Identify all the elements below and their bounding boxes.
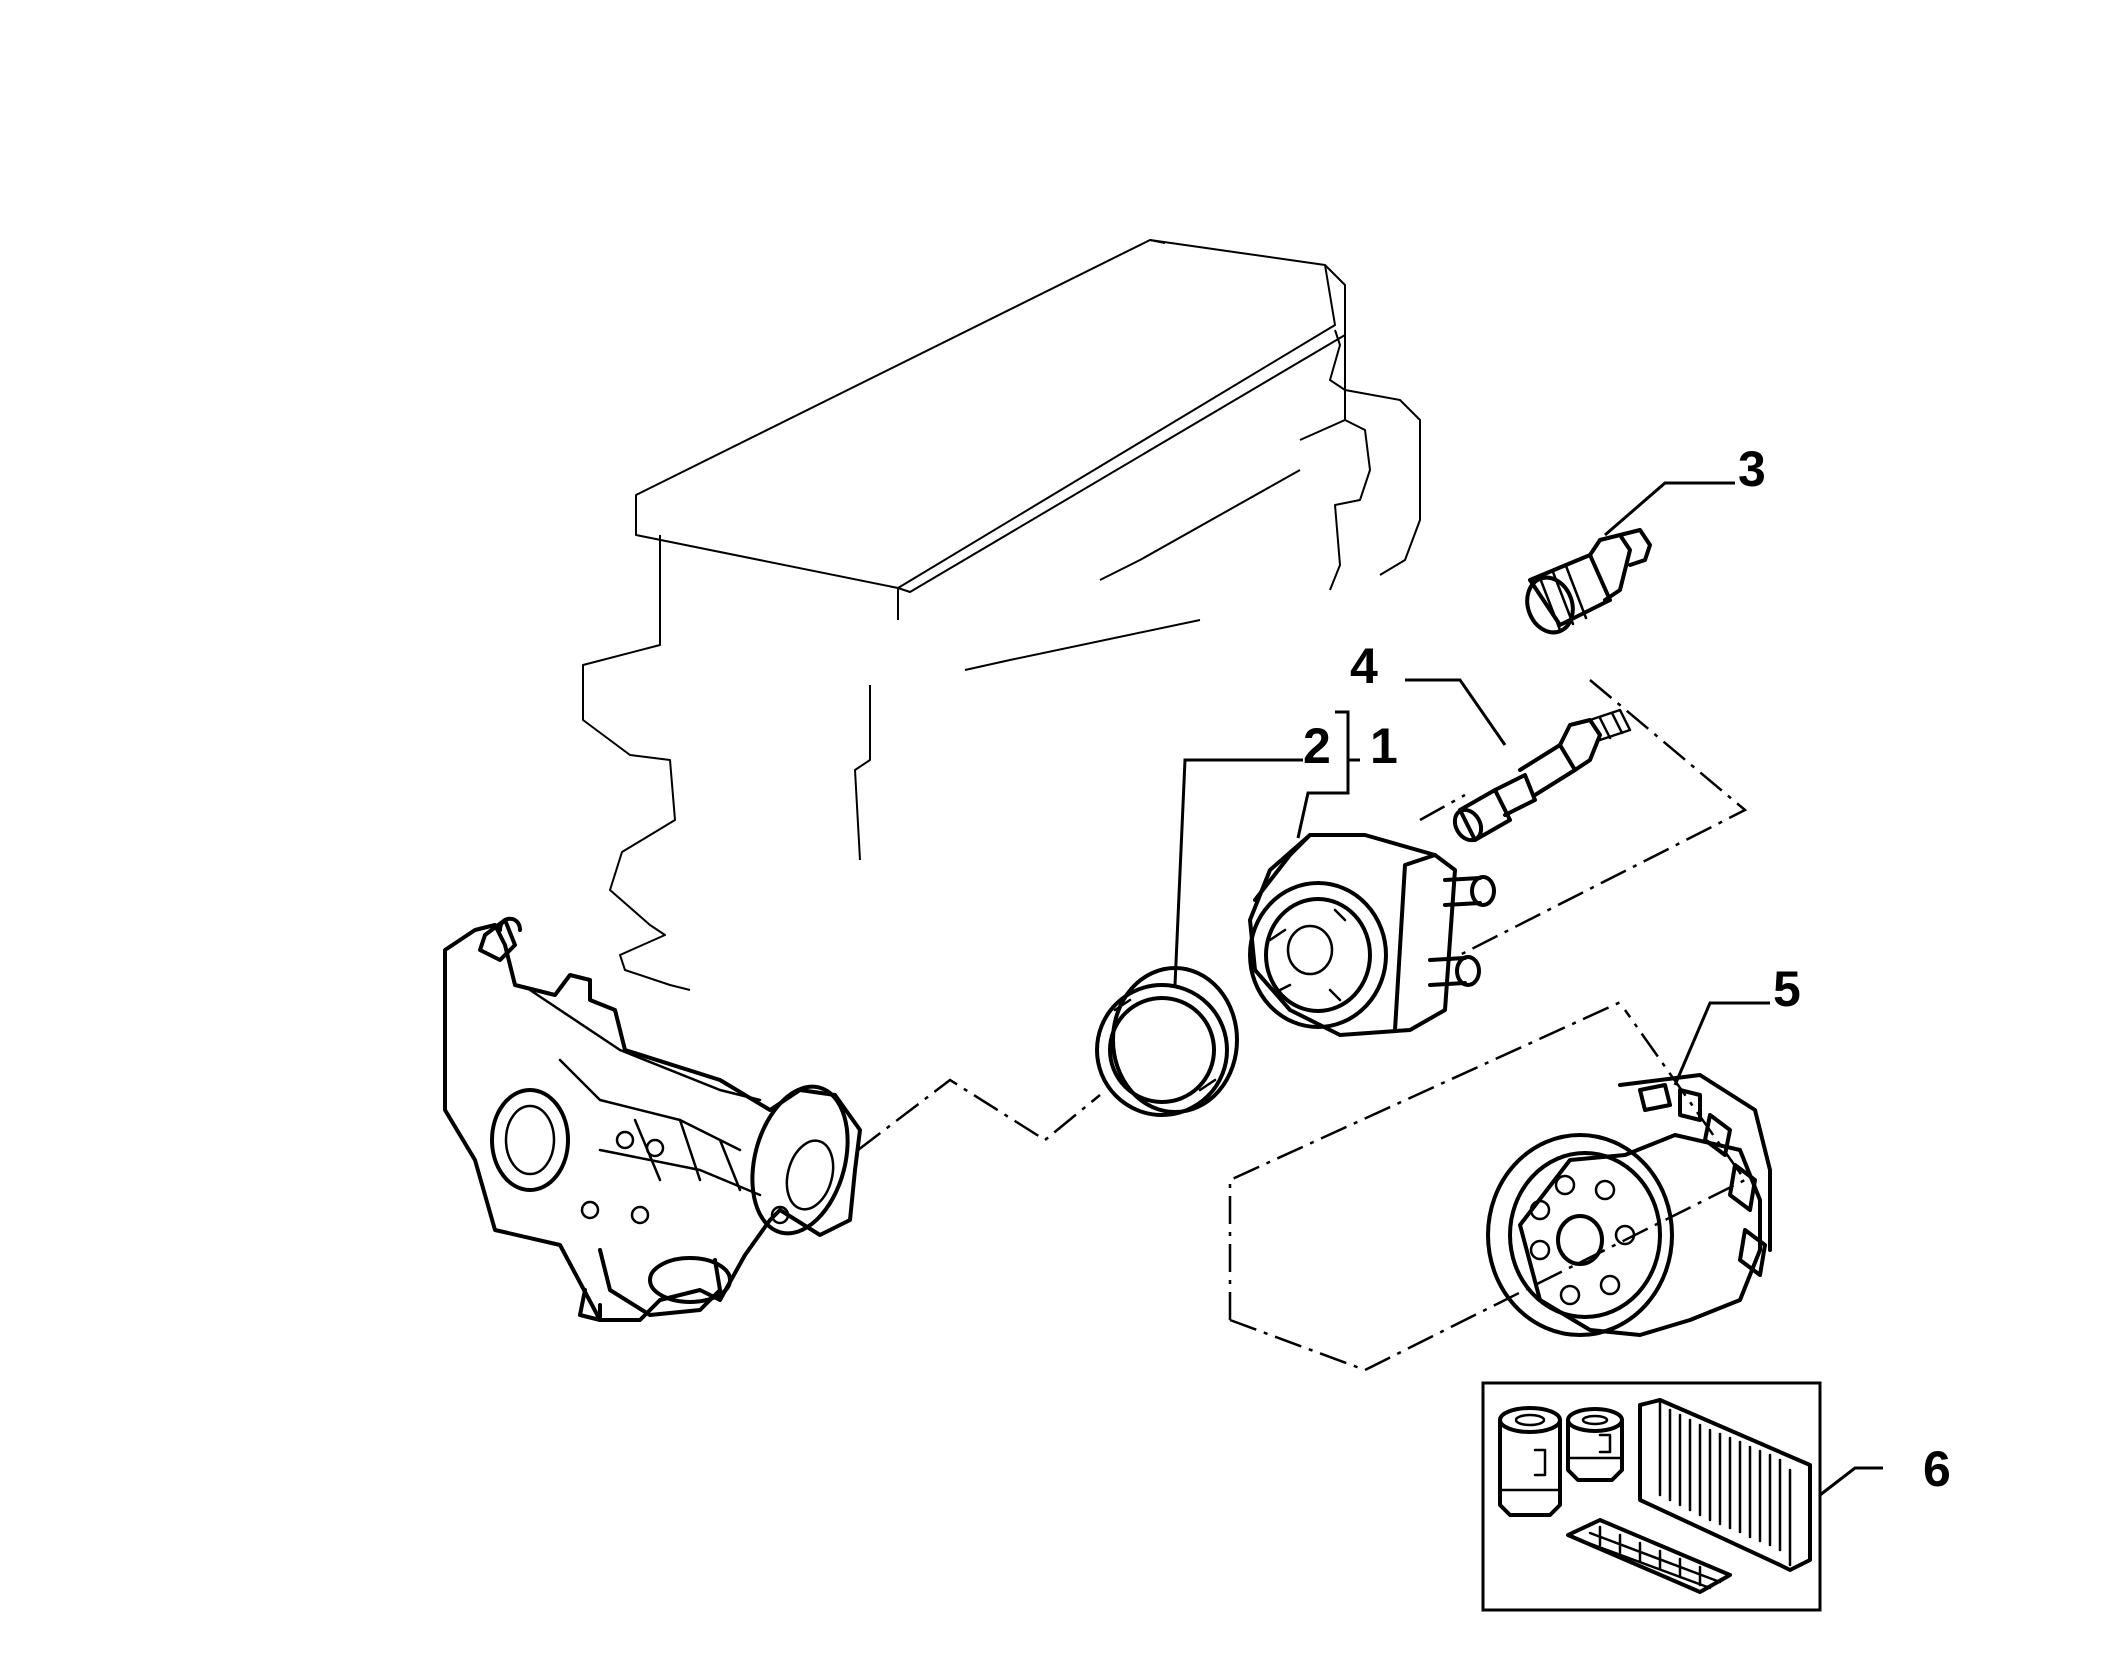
callout-6: 6 [1923, 1441, 1951, 1497]
part-1-oil-cooler [1248, 833, 1496, 1037]
oil-pump-assembly [443, 916, 862, 1322]
part-3-threaded-fitting [1525, 528, 1652, 635]
engine-block-outline [582, 239, 1421, 991]
kit-cabin-filter [1566, 1518, 1732, 1594]
part-6-service-kit [1481, 1381, 1822, 1612]
kit-filter-tall [1498, 1406, 1562, 1517]
kit-filter-short [1566, 1407, 1624, 1482]
assembly-dash-lines [857, 679, 1748, 1372]
callout-3: 3 [1738, 441, 1766, 497]
callout-1: 1 [1370, 718, 1398, 774]
kit-air-filter [1638, 1398, 1812, 1572]
part-5-oil-filter [1486, 1073, 1772, 1337]
callout-leaders [1173, 481, 1883, 1497]
part-2-seal-ring [1095, 966, 1239, 1117]
part-4-union-bolt [1452, 708, 1632, 843]
callout-2: 2 [1303, 718, 1331, 774]
callout-labels: 1 2 3 4 5 6 [1303, 441, 1951, 1497]
callout-5: 5 [1773, 961, 1801, 1017]
callout-4: 4 [1350, 638, 1378, 694]
